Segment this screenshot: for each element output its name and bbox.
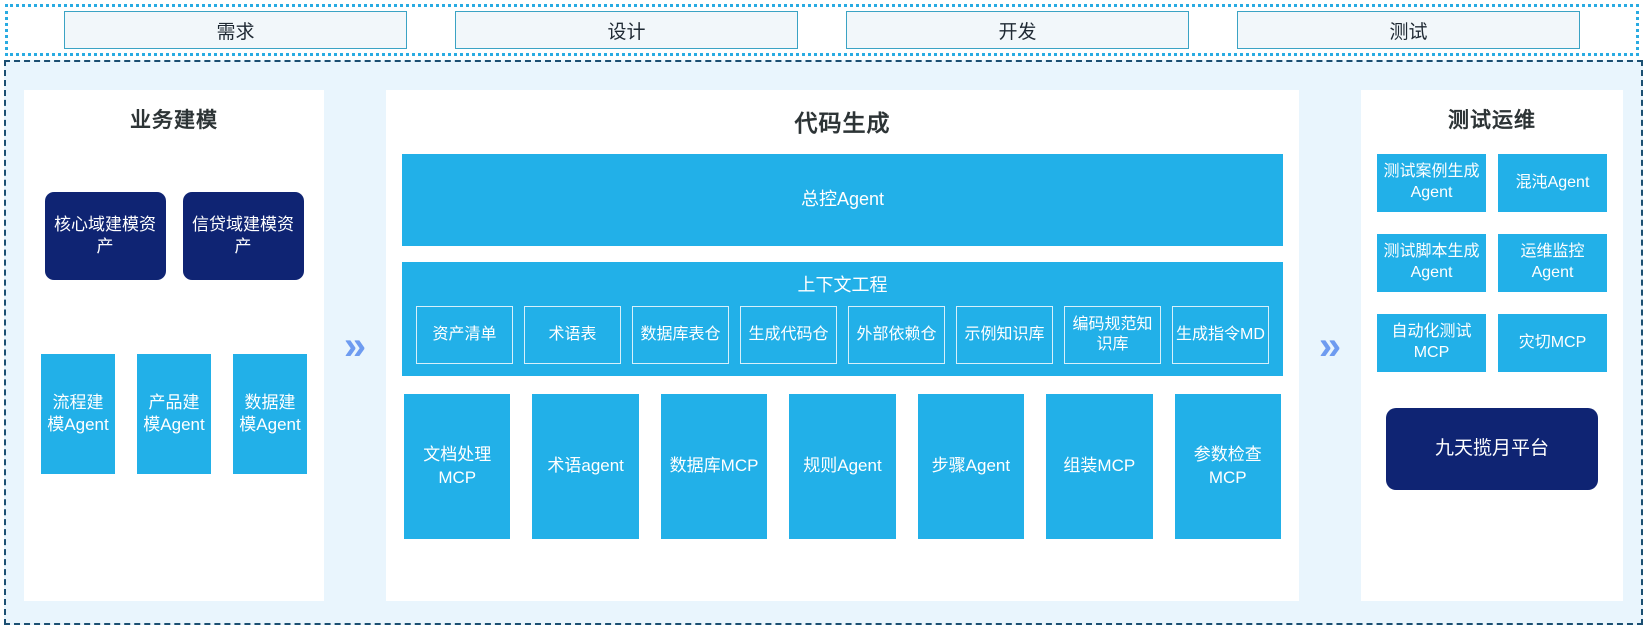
phase-label: 需求 <box>216 21 255 43</box>
agent-box-process-modeling[interactable]: 流程建模Agent <box>41 354 115 474</box>
ctx-item-coding-standard-knowledge-base[interactable]: 编码规范知识库 <box>1064 306 1161 364</box>
chevron-right-icon-1: » <box>324 90 386 601</box>
ctx-item-asset-list[interactable]: 资产清单 <box>416 306 513 364</box>
tool-box-assembly-mcp[interactable]: 组装MCP <box>1046 394 1153 539</box>
agent-box-product-modeling[interactable]: 产品建模Agent <box>137 354 211 474</box>
phase-label: 设计 <box>607 21 646 43</box>
testops-box-disaster-switch-mcp[interactable]: 灾切MCP <box>1498 314 1607 372</box>
phase-strip: 需求 设计 开发 测试 <box>5 4 1639 56</box>
tool-box-glossary-agent[interactable]: 术语agent <box>532 394 639 539</box>
business-asset-group: 核心域建模资产 信贷域建模资产 <box>40 192 308 280</box>
testops-box-ops-monitoring-agent[interactable]: 运维监控Agent <box>1498 234 1607 292</box>
chevron-right-icon-2: » <box>1299 90 1361 601</box>
context-engineering-title: 上下文工程 <box>797 275 888 295</box>
phase-label: 测试 <box>1389 21 1428 43</box>
ctx-item-generated-code-repo[interactable]: 生成代码仓 <box>740 306 837 364</box>
phase-box-design[interactable]: 设计 <box>455 11 798 49</box>
phase-box-testing[interactable]: 测试 <box>1237 11 1580 49</box>
agent-box-data-modeling[interactable]: 数据建模Agent <box>233 354 307 474</box>
panel-title-code-generation: 代码生成 <box>794 110 891 136</box>
panel-business-modeling: 业务建模 核心域建模资产 信贷域建模资产 流程建模Agent 产品建模Agent… <box>24 90 324 601</box>
ctx-item-generation-instruction-md[interactable]: 生成指令MD <box>1172 306 1269 364</box>
tool-box-database-mcp[interactable]: 数据库MCP <box>660 394 768 539</box>
panel-test-ops: 测试运维 测试案例生成Agent 混沌Agent 测试脚本生成Agent 运维监… <box>1361 90 1623 601</box>
stage-row: 业务建模 核心域建模资产 信贷域建模资产 流程建模Agent 产品建模Agent… <box>6 62 1641 623</box>
context-engineering-items: 资产清单 术语表 数据库表仓 生成代码仓 外部依赖仓 示例知识库 编码规范知识库… <box>402 306 1283 364</box>
context-engineering-block: 上下文工程 资产清单 术语表 数据库表仓 生成代码仓 外部依赖仓 示例知识库 编… <box>402 262 1283 376</box>
phase-box-development[interactable]: 开发 <box>846 11 1189 49</box>
ctx-item-external-dependency-repo[interactable]: 外部依赖仓 <box>848 306 945 364</box>
ctx-item-glossary[interactable]: 术语表 <box>524 306 621 364</box>
phase-label: 开发 <box>998 21 1037 43</box>
testops-box-test-script-generation-agent[interactable]: 测试脚本生成Agent <box>1377 234 1486 292</box>
testops-box-chaos-agent[interactable]: 混沌Agent <box>1498 154 1607 212</box>
chevron-glyph: » <box>1318 323 1342 368</box>
platform-box-jiutian-lanyue[interactable]: 九天揽月平台 <box>1386 408 1598 490</box>
asset-box-credit-domain[interactable]: 信贷域建模资产 <box>182 192 304 280</box>
tool-box-step-agent[interactable]: 步骤Agent <box>917 394 1025 539</box>
phase-box-requirements[interactable]: 需求 <box>64 11 407 49</box>
testops-box-test-case-generation-agent[interactable]: 测试案例生成Agent <box>1377 154 1486 212</box>
master-agent-band[interactable]: 总控Agent <box>402 154 1283 246</box>
tool-box-document-processing-mcp[interactable]: 文档处理MCP <box>404 394 511 539</box>
asset-box-core-domain[interactable]: 核心域建模资产 <box>44 192 166 280</box>
tool-row: 文档处理MCP 术语agent 数据库MCP 规则Agent 步骤Agent 组… <box>402 394 1283 539</box>
tool-box-parameter-check-mcp[interactable]: 参数检查MCP <box>1174 394 1281 539</box>
ctx-item-db-table-repo[interactable]: 数据库表仓 <box>632 306 729 364</box>
testops-box-automated-test-mcp[interactable]: 自动化测试MCP <box>1377 314 1486 372</box>
panel-title-business-modeling: 业务建模 <box>130 109 218 132</box>
chevron-glyph: » <box>343 323 367 368</box>
test-ops-grid: 测试案例生成Agent 混沌Agent 测试脚本生成Agent 运维监控Agen… <box>1377 154 1607 372</box>
main-frame: 业务建模 核心域建模资产 信贷域建模资产 流程建模Agent 产品建模Agent… <box>4 60 1643 625</box>
panel-code-generation: 代码生成 总控Agent 上下文工程 资产清单 术语表 数据库表仓 生成代码仓 … <box>386 90 1299 601</box>
business-agent-group: 流程建模Agent 产品建模Agent 数据建模Agent <box>40 354 308 474</box>
tool-box-rule-agent[interactable]: 规则Agent <box>789 394 896 539</box>
panel-title-test-ops: 测试运维 <box>1448 109 1536 132</box>
platform-wrap: 九天揽月平台 <box>1377 408 1607 490</box>
ctx-item-example-knowledge-base[interactable]: 示例知识库 <box>956 306 1053 364</box>
